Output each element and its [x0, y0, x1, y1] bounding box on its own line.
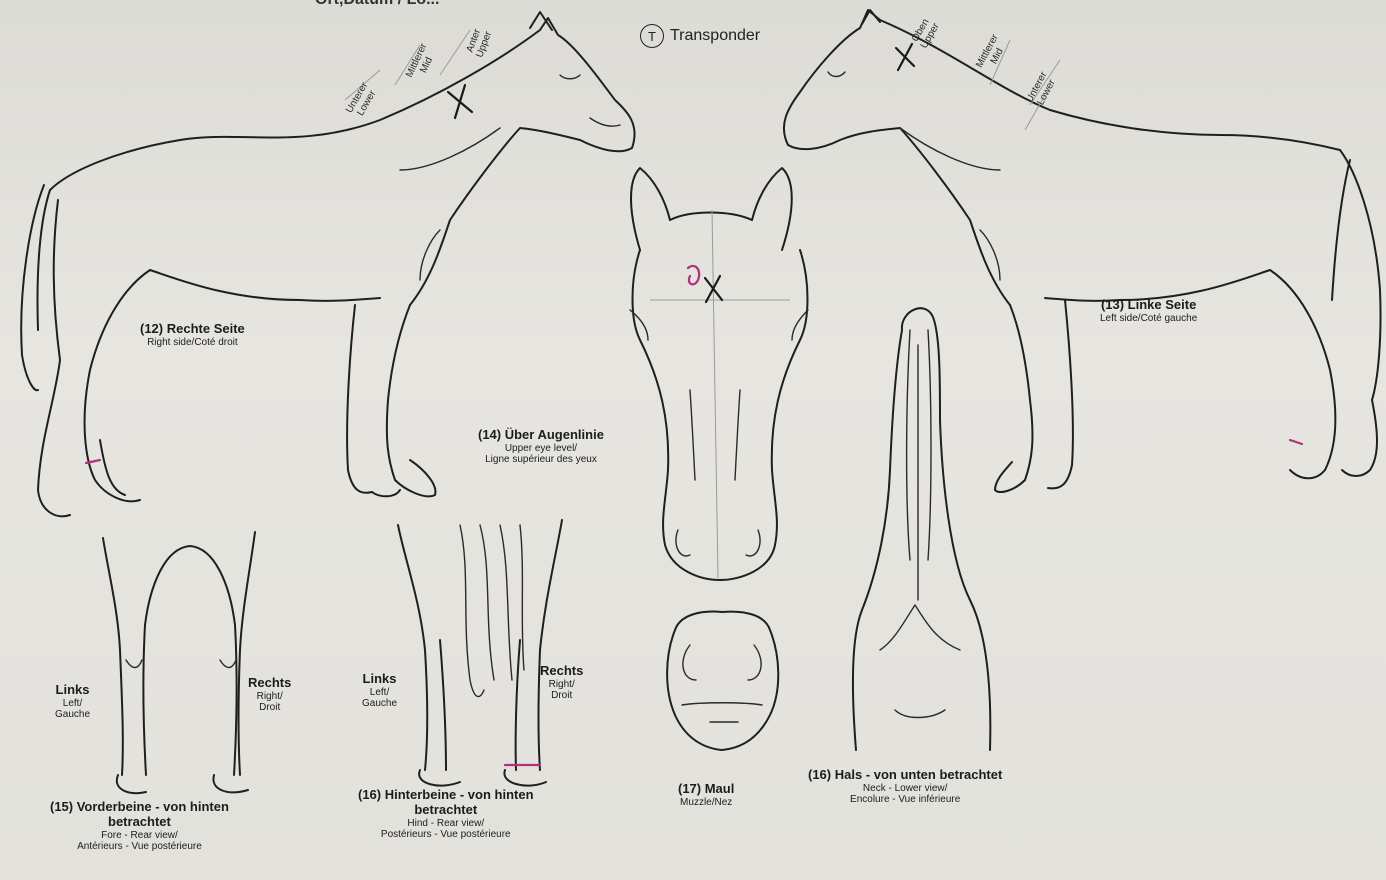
- forelegs-label: (15) Vorderbeine - von hinten betrachtet…: [50, 800, 229, 853]
- upper-eye-level-label: (14) Über Augenlinie Upper eye level/ Li…: [478, 428, 604, 466]
- neck-lower-view: [853, 308, 990, 750]
- neck-lower-view-label: (16) Hals - von unten betrachtet Neck - …: [808, 768, 1002, 806]
- left-side-label: (13) Linke Seite Left side/Coté gauche: [1100, 298, 1197, 324]
- right-side-label: (12) Rechte Seite Right side/Coté droit: [140, 322, 245, 348]
- hindlegs-rear-view: [398, 520, 562, 786]
- fore-left-label: Links Left/ Gauche: [55, 683, 90, 721]
- transponder-label: Transponder: [670, 27, 760, 45]
- transponder-legend: T Transponder: [640, 24, 760, 48]
- hindlegs-label: (16) Hinterbeine - von hinten betrachtet…: [358, 788, 534, 841]
- muzzle-label: (17) Maul Muzzle/Nez: [678, 782, 734, 808]
- hind-right-label: Rechts Right/ Droit: [540, 664, 583, 702]
- muzzle-view: [667, 612, 778, 750]
- transponder-symbol-icon: T: [640, 24, 664, 48]
- head-front-view: [630, 168, 808, 580]
- fore-right-label: Rechts Right/ Droit: [248, 676, 291, 714]
- hind-left-label: Links Left/ Gauche: [362, 672, 397, 710]
- horse-left-side: [784, 10, 1381, 492]
- forelegs-rear-view: [103, 532, 255, 793]
